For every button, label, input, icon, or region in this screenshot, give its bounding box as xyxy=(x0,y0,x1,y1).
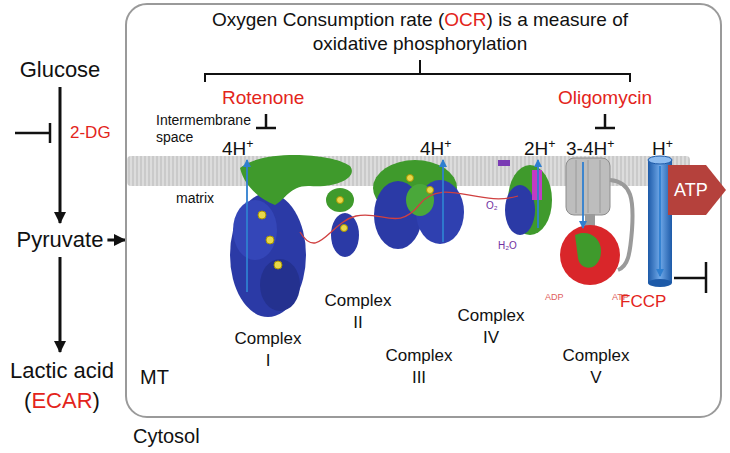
inhibitor-name: Oligomycin xyxy=(558,86,652,109)
complex-label: Complex I xyxy=(232,328,304,372)
proton-label: 4H+ xyxy=(222,133,254,160)
product-label: ATP xyxy=(674,179,708,201)
inhibitor-name: 2-DG xyxy=(70,123,111,143)
flow-arrow xyxy=(59,87,62,223)
region-label: matrix xyxy=(176,190,214,207)
bracket xyxy=(205,60,630,82)
flow-arrow xyxy=(107,239,125,242)
arrow-fill xyxy=(668,165,726,215)
inhibitor-name: Rotenone xyxy=(222,86,304,109)
complex-three xyxy=(373,160,464,249)
complex-five xyxy=(560,158,633,285)
proton-label: 2H+ xyxy=(524,133,556,160)
complex-label: Complex IV xyxy=(455,305,527,349)
complex-label: Complex III xyxy=(383,345,455,389)
complex-label: Complex II xyxy=(322,290,394,334)
proton-label: H+ xyxy=(652,133,673,160)
molecule-label: O₂ xyxy=(486,200,498,212)
metabolite-name: Lactic acid (ECAR) xyxy=(5,356,120,416)
electron-path xyxy=(300,192,518,243)
proton-label: 3-4H+ xyxy=(566,133,614,160)
uncoupler-name: FCCP xyxy=(620,292,666,312)
superscript: + xyxy=(607,137,614,151)
inhibitor-mark xyxy=(15,114,706,293)
superscript: + xyxy=(548,137,555,151)
proton-label: 4H+ xyxy=(420,133,452,160)
diagram-title: Oxygen Consumption rate (OCR) is a measu… xyxy=(190,8,650,56)
complex-label: Complex V xyxy=(560,345,632,389)
compartment-label: MT xyxy=(140,365,730,389)
metabolite-node: Lactic acid (ECAR) xyxy=(3,354,122,418)
superscript: + xyxy=(246,137,253,151)
complex-four xyxy=(498,160,552,235)
mitochondrion-box: MT xyxy=(125,3,722,418)
flow-arrow xyxy=(58,257,61,352)
highlight-text: ECAR xyxy=(31,388,92,413)
molecule-label: ADP xyxy=(545,292,564,303)
output-arrow: ATP xyxy=(668,165,726,215)
superscript: + xyxy=(666,137,673,151)
metabolite-node: Pyruvate xyxy=(15,225,106,255)
metabolite-name: Glucose xyxy=(20,57,101,83)
proton-arrow xyxy=(247,160,660,292)
molecule-label: H₂O xyxy=(498,240,517,252)
metabolite-name: Pyruvate xyxy=(17,227,104,253)
metabolite-node: Glucose xyxy=(18,55,103,85)
highlight-text: OCR xyxy=(444,9,486,30)
superscript: + xyxy=(444,137,451,151)
region-label: Cytosol xyxy=(133,424,200,448)
